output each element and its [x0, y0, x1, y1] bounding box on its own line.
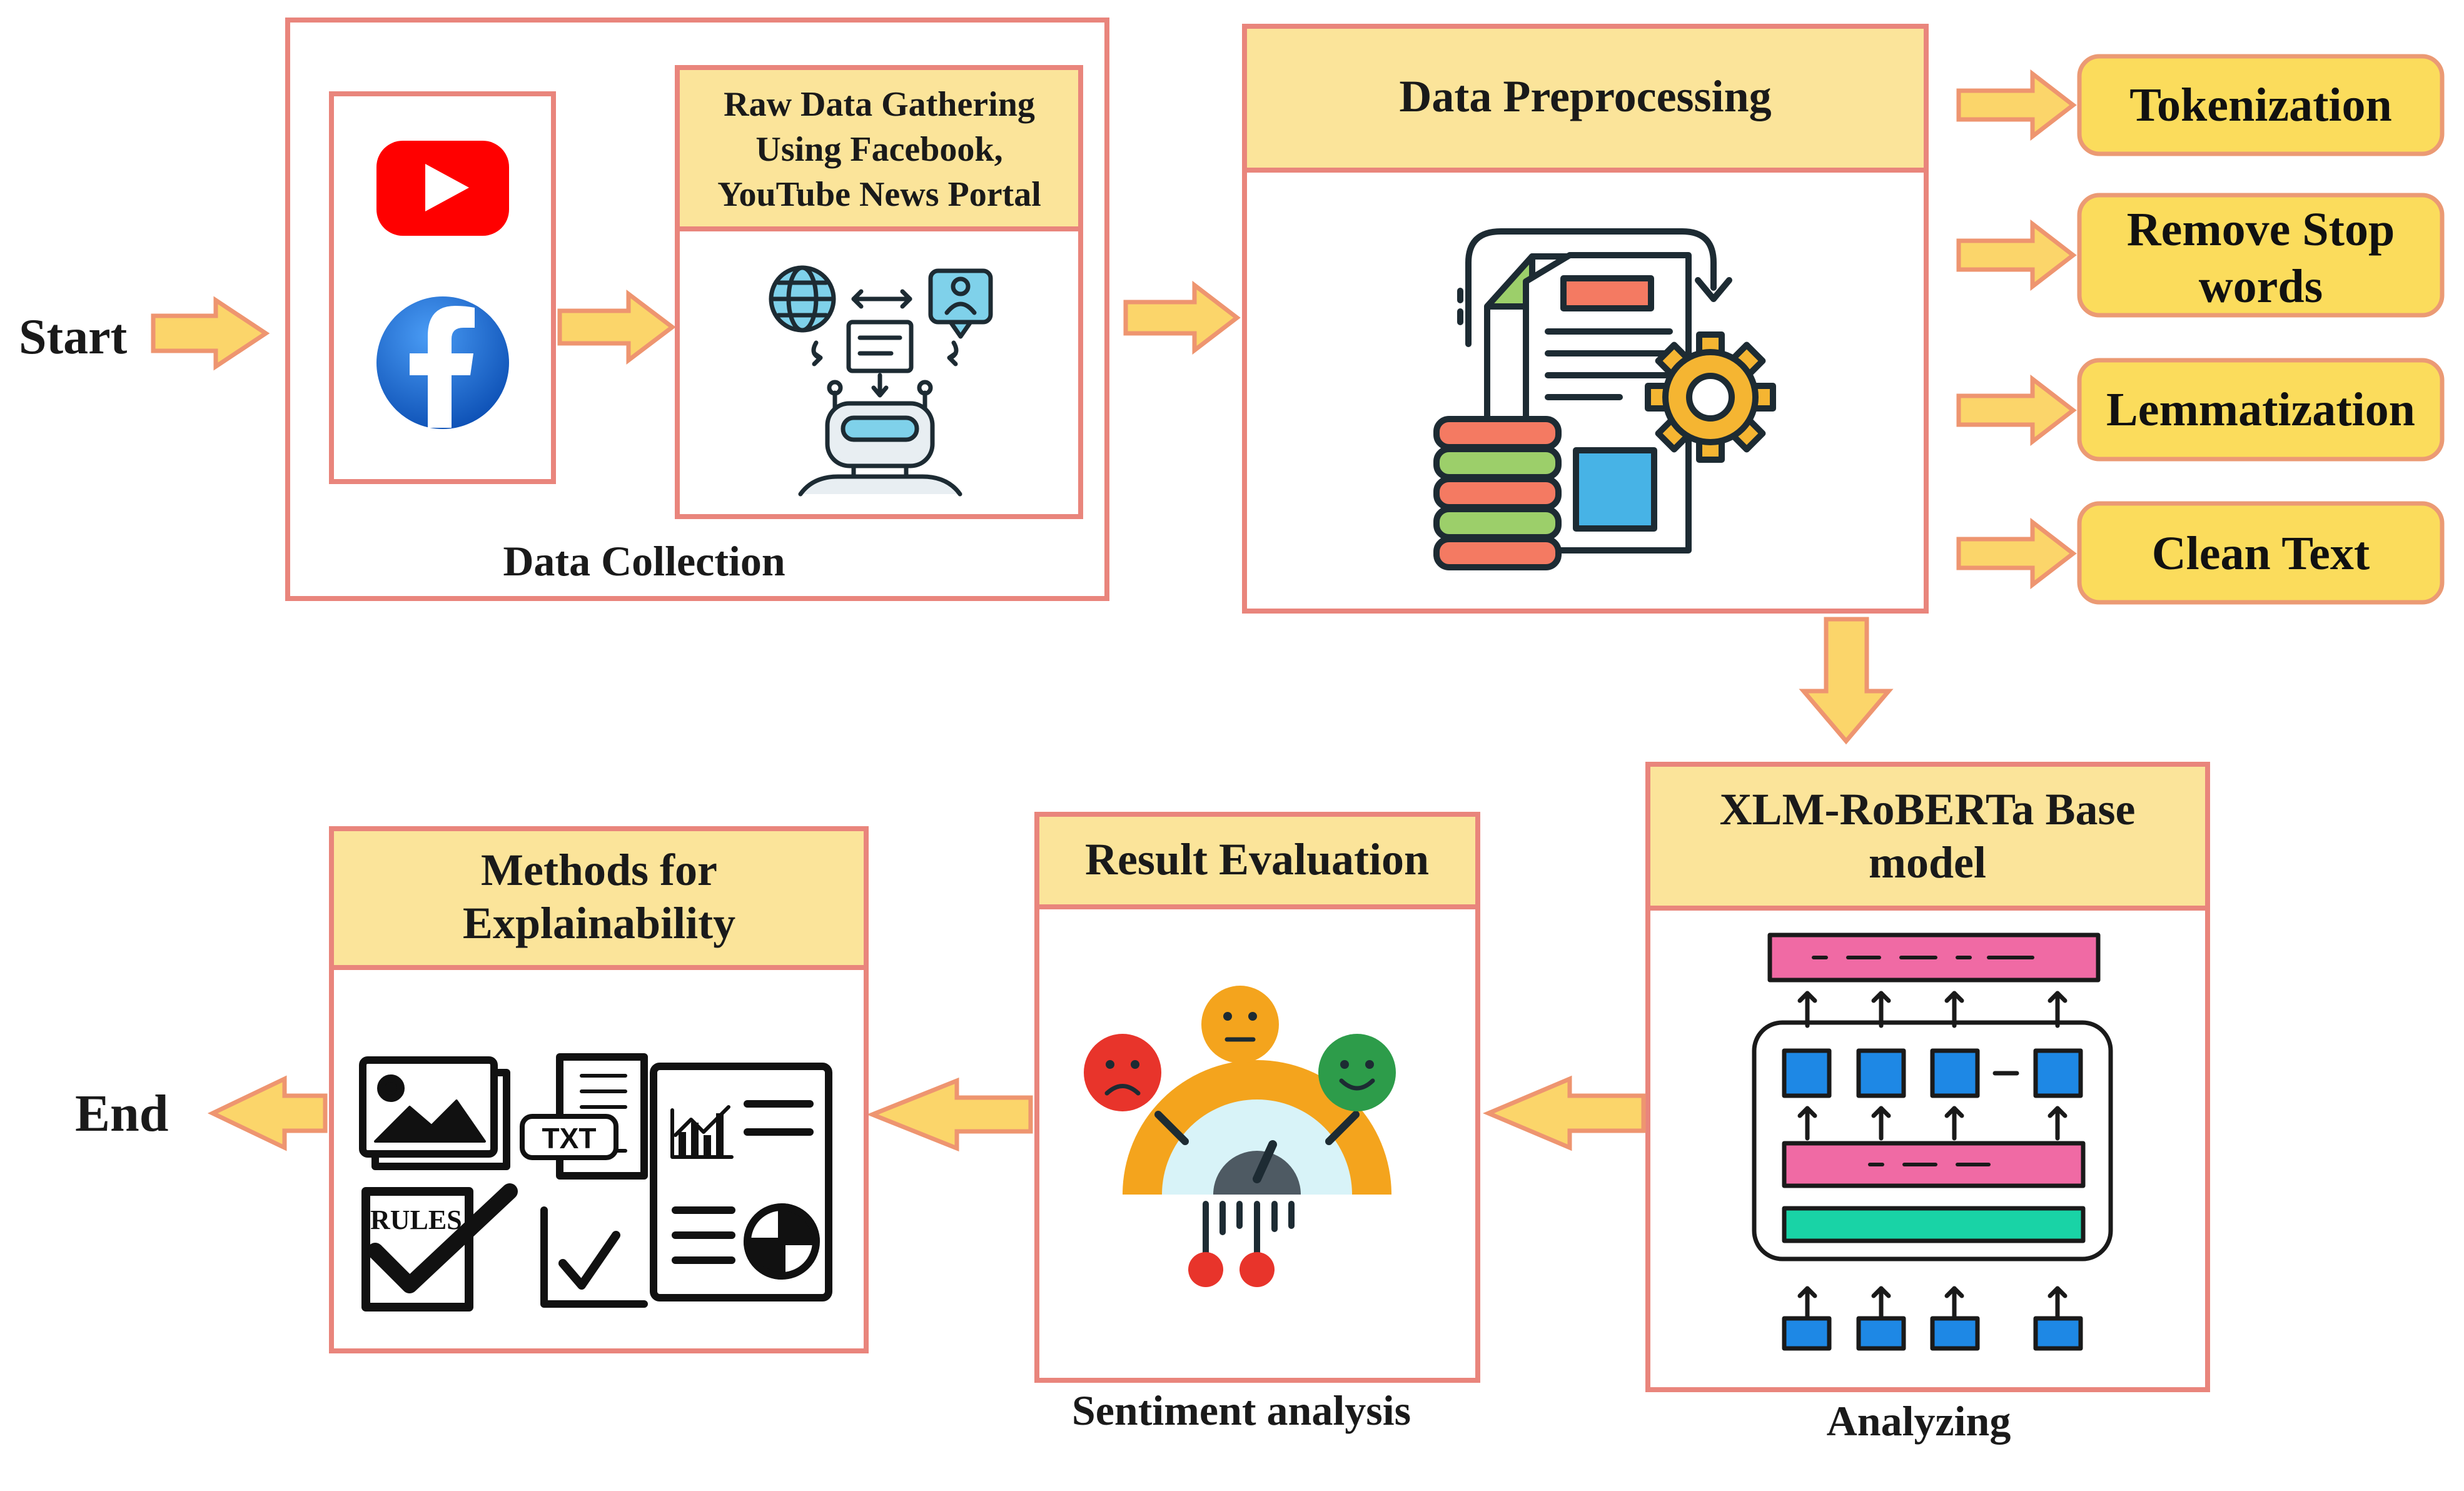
- sentiment-meter-icon: [1084, 986, 1396, 1287]
- explainability-header: [329, 826, 869, 970]
- youtube-icon: [376, 141, 509, 236]
- neutral-face-icon: [1201, 986, 1279, 1063]
- remove-stop-words-label-line-1: Remove Stop: [2127, 203, 2395, 256]
- tokenization-label: Tokenization: [2129, 79, 2392, 131]
- data-collection-caption: Data Collection: [503, 537, 785, 585]
- image-icon: [359, 1056, 510, 1170]
- start-label: Start: [19, 310, 128, 365]
- document-gear-icon: [1433, 228, 1776, 570]
- rules-label: RULES: [370, 1205, 462, 1235]
- gather-title-line-3: YouTube News Portal: [717, 175, 1041, 214]
- arrow-collection-to-preprocessing: [1123, 280, 1241, 355]
- data-gathering-robot-icon: [769, 265, 993, 497]
- evaluation-title: Result Evaluation: [1085, 834, 1429, 884]
- arrow-sources-to-gather: [557, 289, 676, 365]
- gather-title-line-1: Raw Data Gathering: [724, 85, 1035, 124]
- arrow-to-end: [207, 1075, 328, 1151]
- report-chart-icon: [650, 1063, 832, 1301]
- arrow-preprocessing-to-model: [1799, 617, 1894, 745]
- arrow-to-tokenization: [1956, 69, 2077, 141]
- gather-title-line-2: Using Facebook,: [755, 130, 1002, 169]
- end-label: End: [75, 1084, 168, 1143]
- model-title-line-1: XLM-RoBERTa Base: [1720, 784, 2136, 834]
- remove-stop-words-pill: [2077, 193, 2445, 318]
- arrow-to-remove-stop-words: [1956, 219, 2077, 291]
- facebook-icon: [376, 296, 509, 429]
- explainability-methods-icon: TXT RULES: [359, 1053, 832, 1312]
- happy-face-icon: [1318, 1034, 1396, 1111]
- preprocessing-title: Data Preprocessing: [1399, 71, 1771, 121]
- tokenization-pill: [2077, 54, 2445, 156]
- model-header: [1645, 762, 2210, 911]
- arrow-evaluation-to-explainability: [866, 1077, 1033, 1152]
- lemmatization-pill: [2077, 358, 2445, 462]
- evaluation-header: [1034, 812, 1480, 909]
- arrow-to-lemmatization: [1956, 374, 2077, 447]
- remove-stop-words-label-line-2: words: [2199, 260, 2323, 313]
- explainability-title-line-2: Explainability: [463, 898, 735, 948]
- explainability-title-line-1: Methods for: [481, 845, 717, 895]
- txt-document-icon: TXT: [520, 1053, 648, 1180]
- clean-text-pill: [2077, 501, 2445, 605]
- arrow-model-to-evaluation: [1483, 1075, 1646, 1151]
- gather-header: [675, 65, 1083, 231]
- preprocessing-header: [1242, 24, 1929, 173]
- txt-label: TXT: [542, 1122, 597, 1155]
- checklist-icon: [540, 1206, 648, 1308]
- model-title-line-2: model: [1869, 837, 1986, 887]
- transformer-model-icon: [1752, 933, 2113, 1351]
- arrow-to-clean-text: [1956, 517, 2077, 590]
- clean-text-label: Clean Text: [2152, 527, 2370, 580]
- lemmatization-label: Lemmatization: [2106, 383, 2415, 436]
- arrow-start: [151, 296, 270, 371]
- evaluation-caption: Sentiment analysis: [1072, 1387, 1411, 1434]
- rules-check-icon: RULES: [361, 1183, 518, 1312]
- model-caption: Analyzing: [1827, 1397, 2011, 1445]
- sad-face-icon: [1084, 1034, 1161, 1111]
